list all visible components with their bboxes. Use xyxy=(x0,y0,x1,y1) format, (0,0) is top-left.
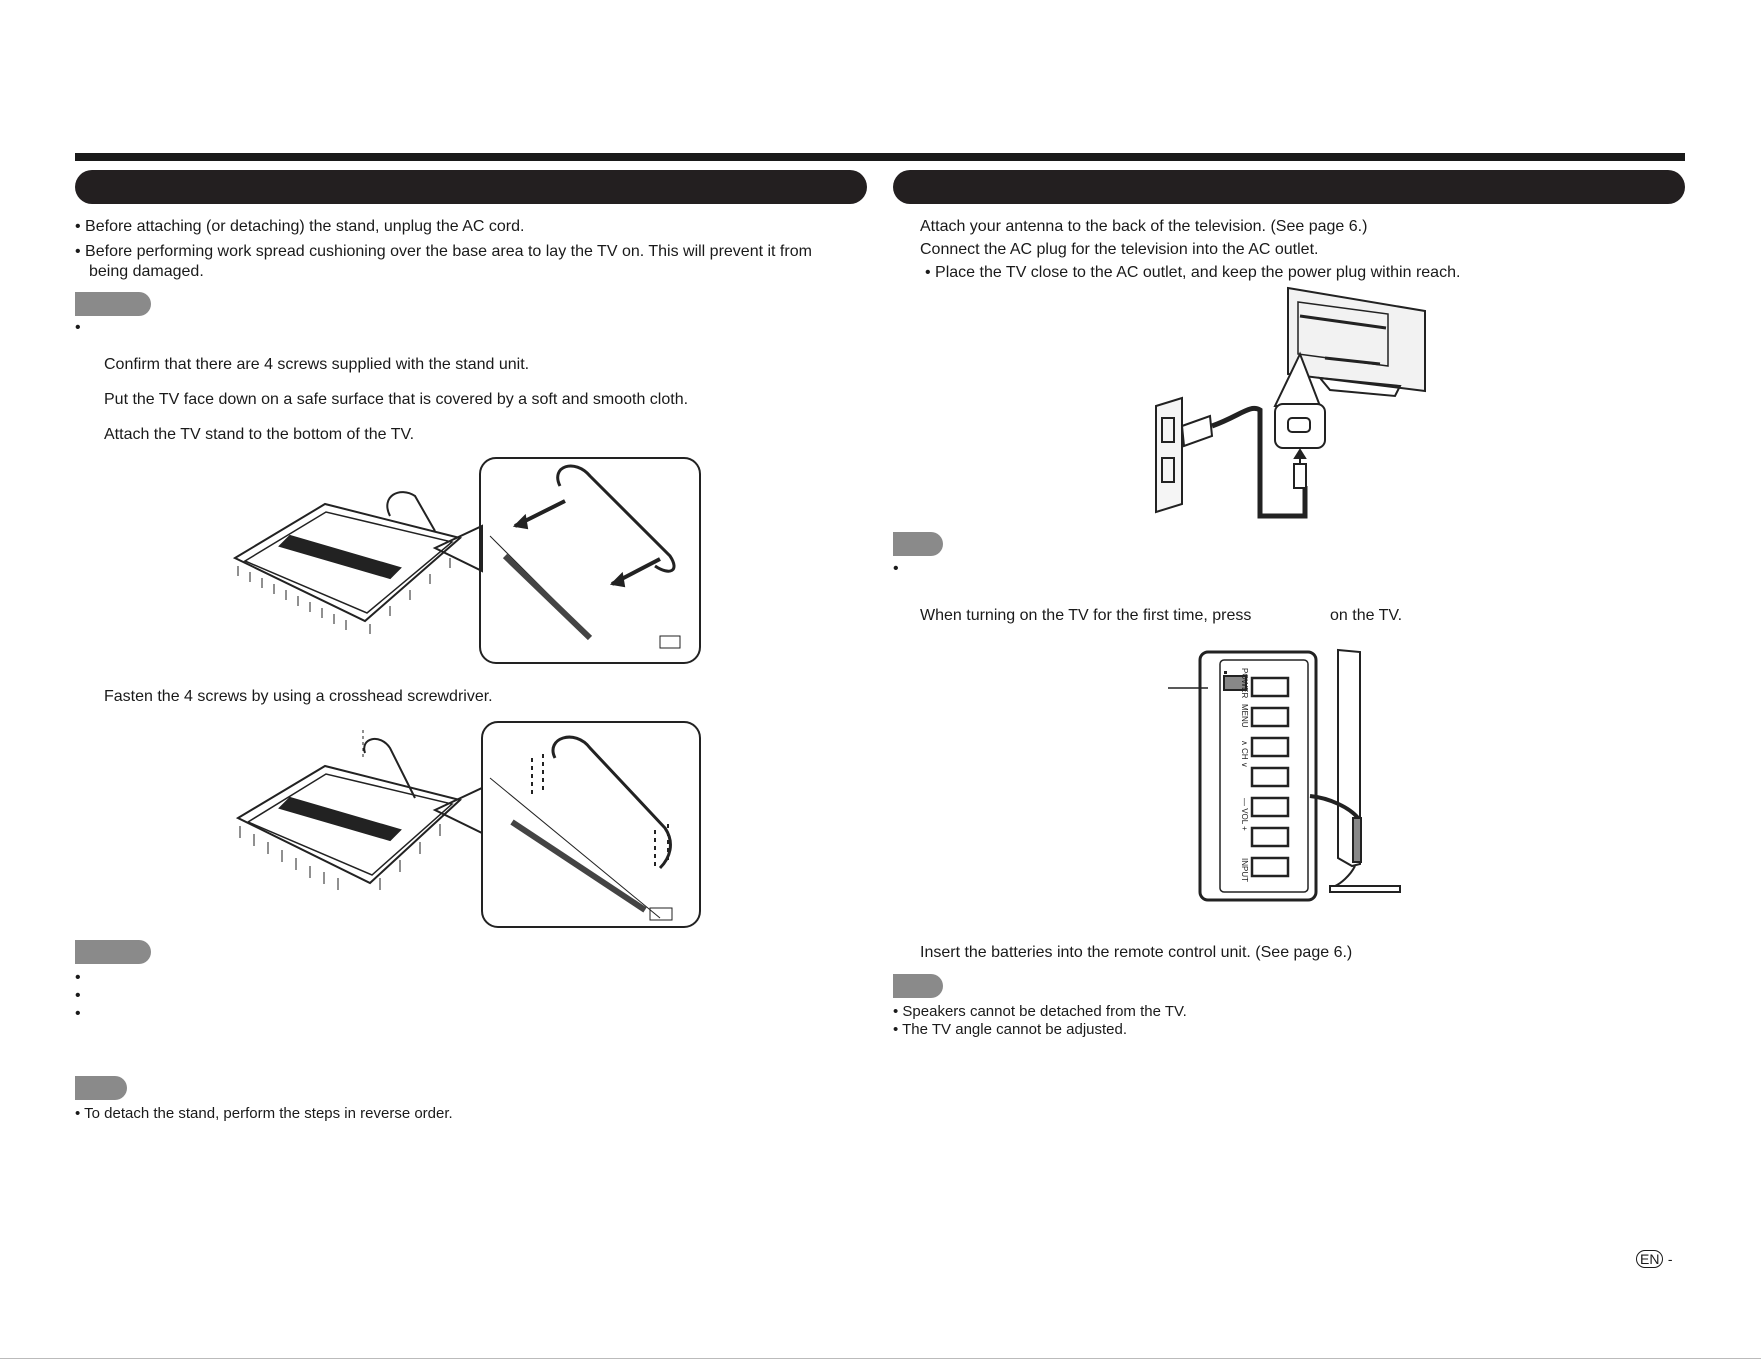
language-badge: EN xyxy=(1636,1250,1664,1268)
page-footer: EN - xyxy=(1636,1250,1673,1269)
right-line-2: Connect the AC plug for the television i… xyxy=(920,241,1319,258)
ac-connection-illustration xyxy=(1155,286,1426,519)
left-note-text: • To detach the stand, perform the steps… xyxy=(75,1105,453,1122)
control-panel-illustration: POWER MENU ∧ CH ∨ — VOL + INPUT xyxy=(1168,648,1401,902)
panel-label-input: INPUT xyxy=(1240,858,1249,882)
note-label-left xyxy=(75,1076,127,1100)
left-bullet-2-cont: being damaged. xyxy=(89,263,204,280)
left-bullet-2: • Before performing work spread cushioni… xyxy=(75,243,812,260)
right-line-1: Attach your antenna to the back of the t… xyxy=(920,218,1368,235)
right-line-3: • Place the TV close to the AC outlet, a… xyxy=(925,264,1461,281)
panel-buttons xyxy=(1250,676,1290,878)
panel-label-power: POWER xyxy=(1240,668,1249,698)
step-1: Confirm that there are 4 screws supplied… xyxy=(104,356,530,373)
caution-dot-2b: • xyxy=(75,987,81,1004)
step-2: Put the TV face down on a safe surface t… xyxy=(104,391,689,408)
panel-label-ch: ∧ CH ∨ xyxy=(1240,740,1249,768)
right-note-1: • Speakers cannot be detached from the T… xyxy=(893,1003,1187,1020)
caution-dot-1: • xyxy=(75,319,81,336)
caution-label-1 xyxy=(75,292,151,316)
battery-step: Insert the batteries into the remote con… xyxy=(920,944,1353,961)
section-header-setup xyxy=(893,170,1685,204)
top-rule xyxy=(75,153,1685,161)
panel-label-menu: MENU xyxy=(1240,704,1249,728)
left-bullet-1: • Before attaching (or detaching) the st… xyxy=(75,218,525,235)
power-step-prefix: When turning on the TV for the first tim… xyxy=(920,607,1252,624)
note-label-right-2 xyxy=(893,974,943,998)
step-3: Attach the TV stand to the bottom of the… xyxy=(104,426,415,443)
footer-dash: - xyxy=(1667,1251,1673,1267)
step-4: Fasten the 4 screws by using a crosshead… xyxy=(104,688,493,705)
caution-dot-2c: • xyxy=(75,1005,81,1022)
panel-label-vol: — VOL + xyxy=(1240,798,1249,831)
bottom-edge xyxy=(0,1358,1761,1359)
attach-stand-illustration xyxy=(232,457,701,664)
fasten-screws-illustration xyxy=(235,721,701,928)
note-label-right-1 xyxy=(893,532,943,556)
caution-dot-2a: • xyxy=(75,969,81,986)
note-dot-right-1: • xyxy=(893,560,899,577)
right-note-2: • The TV angle cannot be adjusted. xyxy=(893,1021,1128,1038)
caution-label-2 xyxy=(75,940,151,964)
section-header-stand xyxy=(75,170,867,204)
power-step-suffix: on the TV. xyxy=(1330,607,1403,624)
